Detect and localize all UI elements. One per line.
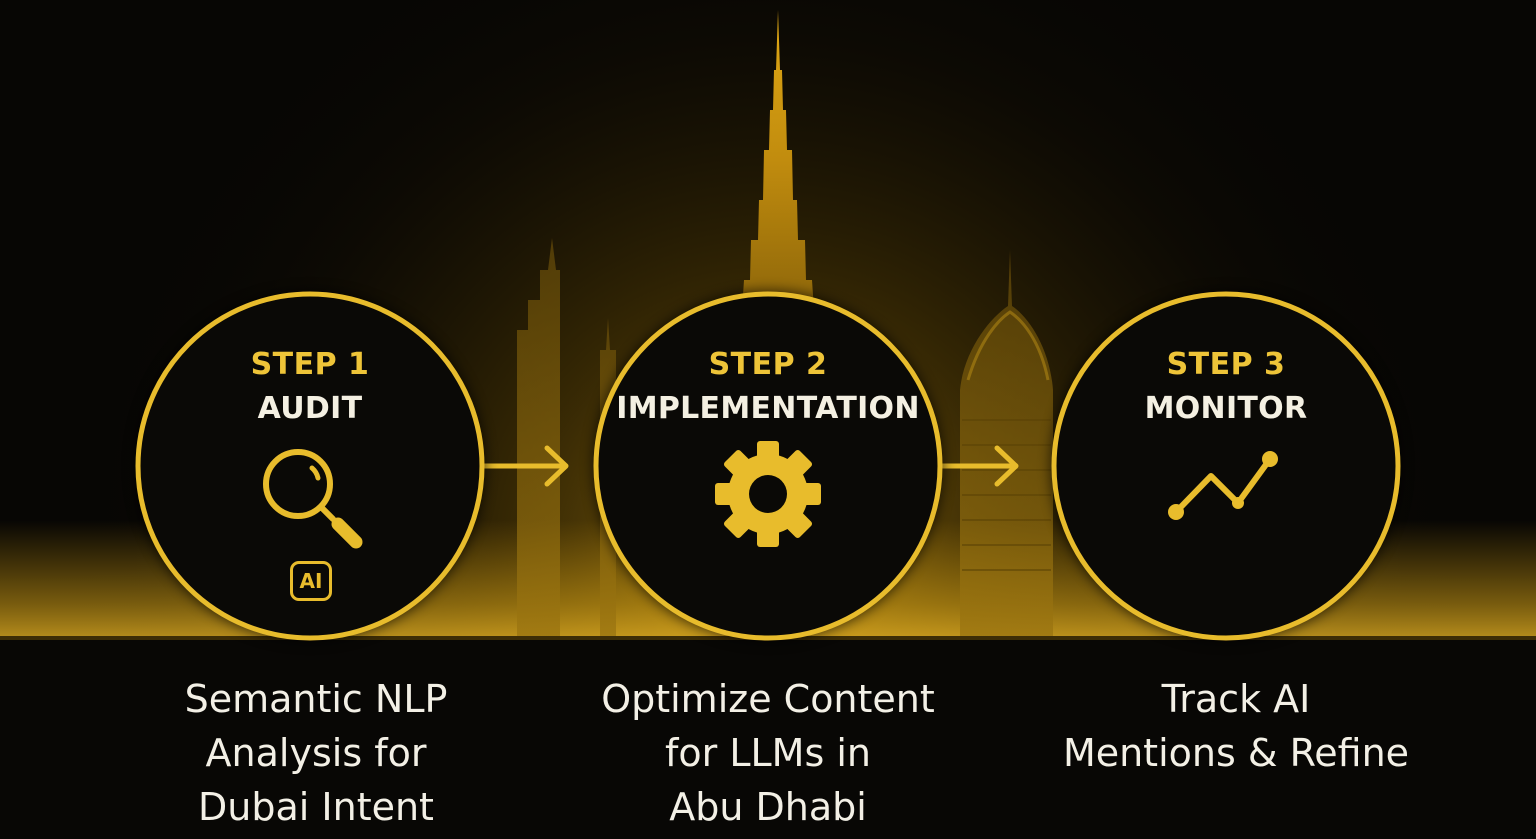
ai-badge: AI <box>290 561 332 601</box>
caption-line: for LLMs in <box>665 731 871 775</box>
caption-line: Analysis for <box>205 731 427 775</box>
sail-tower-floors <box>962 419 1051 571</box>
city-skyline <box>517 10 1053 640</box>
step-1-circle <box>134 290 486 642</box>
step-3-label: STEP 3 <box>1166 347 1286 382</box>
step-2-title: IMPLEMENTATION <box>616 391 920 426</box>
lower-band <box>0 640 1536 839</box>
gear-icon <box>715 441 821 547</box>
caption-line: Track AI <box>1161 677 1311 721</box>
step-1-caption: Semantic NLP Analysis for Dubai Intent <box>86 672 546 834</box>
caption-line: Mentions & Refine <box>1062 731 1410 775</box>
left-skyscraper <box>517 238 560 640</box>
connector-arrow-1 <box>481 445 569 487</box>
caption-line: Optimize Content <box>601 677 935 721</box>
central-tower <box>742 10 814 310</box>
step-3-caption: Track AI Mentions & Refine <box>1006 672 1466 780</box>
caption-line: Semantic NLP <box>184 677 448 721</box>
caption-line: Abu Dhabi <box>669 785 867 829</box>
step-3-circle <box>1050 290 1402 642</box>
step-3-title: MONITOR <box>1144 391 1308 426</box>
step-1-label: STEP 1 <box>250 347 370 382</box>
step-1-title: AUDIT <box>257 391 363 426</box>
step-2-caption: Optimize Content for LLMs in Abu Dhabi <box>538 672 998 834</box>
caption-line: Dubai Intent <box>198 785 434 829</box>
sail-tower-frame <box>966 310 1050 381</box>
trend-line-icon <box>1168 451 1278 520</box>
connector-arrow-2 <box>939 445 1019 487</box>
magnifier-icon <box>263 449 363 549</box>
step-2-label: STEP 2 <box>708 347 828 382</box>
